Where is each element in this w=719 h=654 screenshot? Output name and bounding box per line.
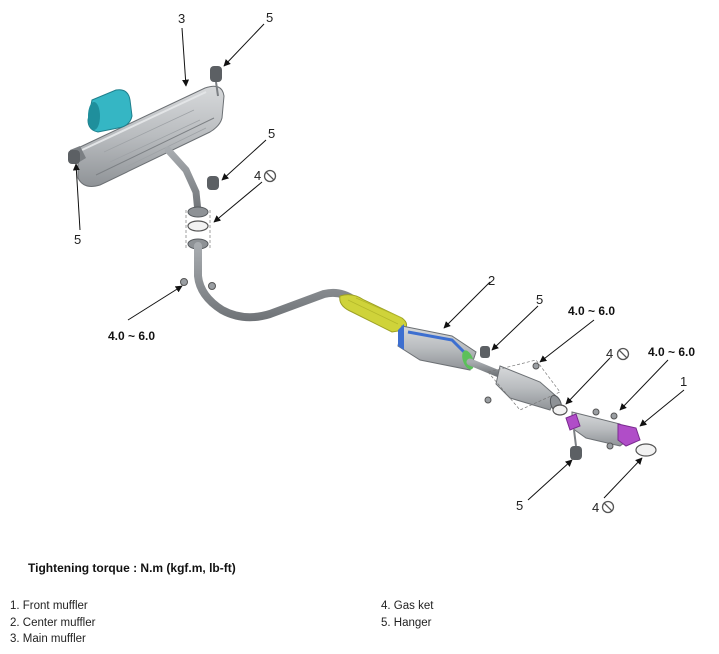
- callout-center-muffler: 2: [488, 273, 495, 288]
- hanger-left: [68, 150, 80, 164]
- callout-hanger-center: 5: [536, 292, 543, 307]
- no-reuse-icon: [601, 500, 615, 514]
- callout-gasket-mid: 4: [606, 346, 613, 361]
- callout-gasket-upper: 4: [254, 168, 261, 183]
- legend-item: 1. Front muffler: [10, 600, 88, 612]
- gasket-icon: [187, 220, 209, 232]
- main-muffler: [70, 85, 225, 216]
- bolt-icon: [592, 408, 600, 416]
- front-flange: [617, 423, 641, 447]
- flex-section: [484, 359, 568, 416]
- center-pipe: [194, 242, 408, 333]
- callout-gasket-bottom: 4: [592, 500, 599, 515]
- torque-label-left: 4.0 ~ 6.0: [108, 329, 155, 343]
- upper-flange-joint: [185, 206, 211, 250]
- callout-hanger-bottom: 5: [516, 498, 523, 513]
- legend-item: 3. Main muffler: [10, 633, 86, 645]
- legend-item: 4. Gas ket: [381, 600, 434, 612]
- callout-hanger-top: 5: [266, 10, 273, 25]
- bolt-icon: [532, 362, 540, 370]
- gasket-icon: [552, 404, 568, 416]
- front-muffler: [565, 408, 657, 460]
- gasket-icon: [635, 443, 657, 457]
- torque-label-right: 4.0 ~ 6.0: [648, 345, 695, 359]
- legend-item: 5. Hanger: [381, 616, 432, 629]
- callout-hanger-mid: 5: [268, 126, 275, 141]
- torque-heading: Tightening torque : N.m (kgf.m, lb-ft): [28, 561, 236, 575]
- bolt-icon: [484, 396, 492, 404]
- bolt-icon: [610, 412, 618, 420]
- bolt-icon: [180, 278, 216, 290]
- torque-label-center: 4.0 ~ 6.0: [568, 304, 615, 318]
- legend-item: 2. Center muffler: [10, 616, 96, 629]
- legend-right: 4. Gas ket 5. Hanger: [381, 598, 433, 631]
- callout-main-muffler: 3: [178, 11, 185, 26]
- no-reuse-icon: [616, 347, 630, 361]
- callout-front-muffler: 1: [680, 374, 687, 389]
- resonator-wrap: [339, 294, 408, 333]
- hanger-top: [210, 66, 222, 97]
- bolt-icon: [606, 442, 614, 450]
- exhaust-system-diagram: 3 5 5 4 5 4.0 ~ 6.0 2 5 4.0 ~ 6.0 4 4.0 …: [68, 10, 695, 515]
- legend-left: 1. Front muffler 2. Center muffler 3. Ma…: [10, 598, 95, 648]
- hanger-center: [480, 346, 490, 358]
- hanger-mid: [207, 176, 219, 190]
- callout-hanger-left: 5: [74, 232, 81, 247]
- no-reuse-icon: [263, 169, 277, 183]
- hanger-bottom: [570, 446, 582, 460]
- leader-lines: [72, 23, 685, 501]
